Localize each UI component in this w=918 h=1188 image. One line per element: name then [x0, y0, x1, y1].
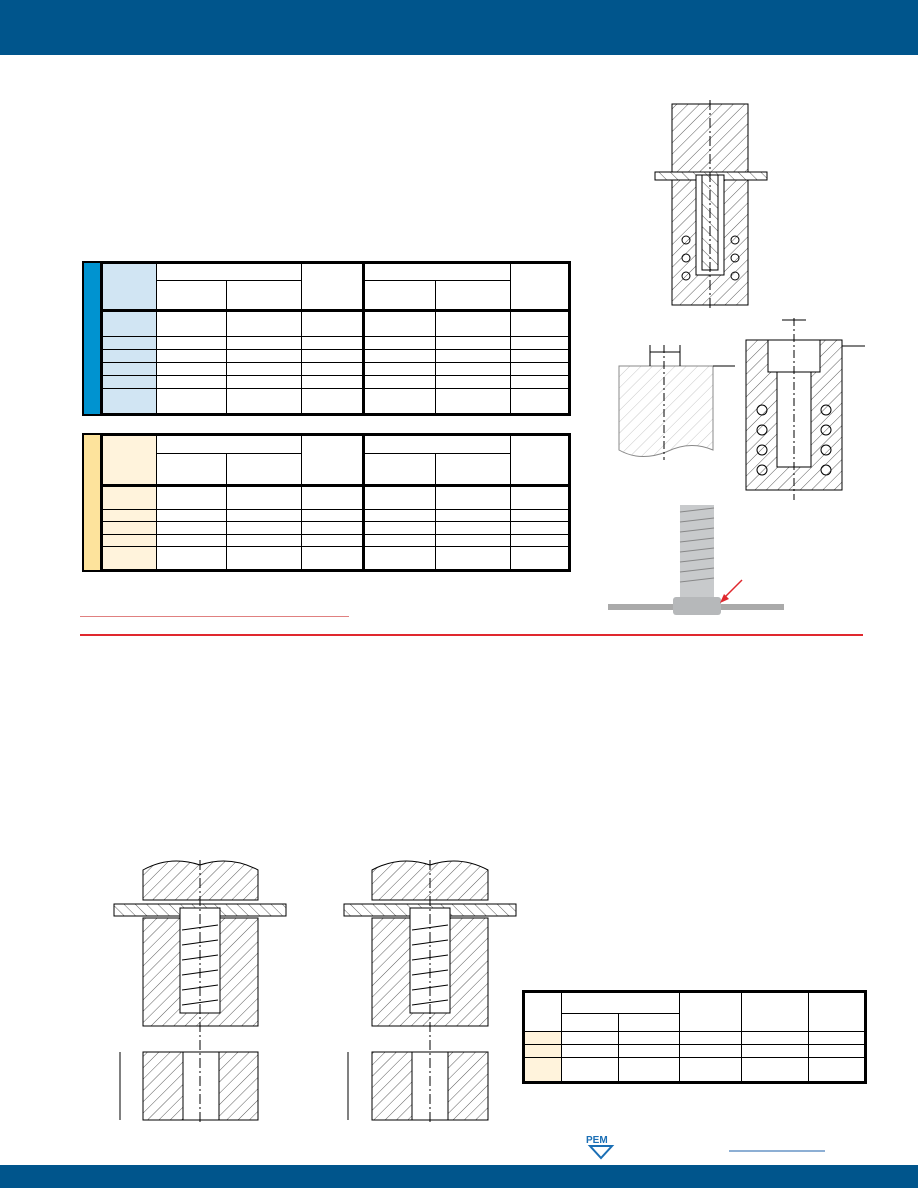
header-row [523, 991, 866, 1032]
table-cell [523, 1043, 562, 1058]
table-cell [362, 545, 436, 572]
table-row [523, 1056, 866, 1083]
header-cell [618, 1013, 680, 1032]
subheader-row [524, 1013, 866, 1032]
header-cell [523, 991, 562, 1032]
table-cell [101, 484, 157, 511]
table-cell [523, 1031, 562, 1045]
header-bar [0, 0, 918, 55]
table-cell [101, 349, 157, 363]
table-cell [156, 310, 227, 337]
pem-logo: PEM [586, 1135, 615, 1160]
installation-drawing [654, 100, 768, 310]
table-cell [523, 1056, 562, 1083]
spec-table-1 [100, 261, 571, 416]
table-cell [808, 1043, 866, 1058]
table-cell [301, 545, 364, 572]
header-cell [226, 453, 302, 486]
table-cell [226, 388, 302, 415]
table-cell [510, 388, 570, 415]
table-cell [156, 388, 227, 415]
table-cell [510, 545, 570, 572]
installed-stud-image [608, 505, 784, 615]
table-row [101, 362, 570, 376]
table-cell [618, 1056, 680, 1083]
header-cell [510, 262, 570, 311]
header-cell [435, 280, 511, 311]
sheet-hole-drawing [618, 345, 735, 460]
table-cell [101, 545, 157, 572]
header-cell [741, 991, 809, 1032]
table-row [101, 545, 570, 572]
table-row [101, 388, 570, 415]
spec-table-3 [522, 990, 867, 1084]
spec-table-2 [100, 433, 571, 572]
table-cell [808, 1056, 866, 1083]
table-row [523, 1043, 866, 1058]
table-cell [101, 388, 157, 415]
table-cell [435, 545, 511, 572]
anvil-drawing [745, 318, 865, 500]
table-row [101, 484, 570, 511]
thread-forming-drawing-left [113, 860, 287, 1125]
table-row [523, 1031, 866, 1045]
table-row [101, 521, 570, 535]
table-cell [808, 1031, 866, 1045]
footer-bar [0, 1165, 918, 1188]
header-cell [156, 453, 227, 486]
table-cell [156, 545, 227, 572]
header-cell [435, 453, 511, 486]
table-cell [362, 388, 436, 415]
subheader-row [101, 453, 570, 486]
table-cell [510, 484, 570, 511]
table-cell [435, 388, 511, 415]
section-divider [80, 634, 863, 636]
table-cell [679, 1056, 742, 1083]
thread-forming-drawing-right [343, 860, 517, 1125]
table-row [101, 375, 570, 389]
table-cell [741, 1056, 809, 1083]
table-row [101, 310, 570, 337]
footnote-rule [80, 616, 349, 617]
svg-text:PEM: PEM [586, 1135, 608, 1146]
header-cell [101, 434, 157, 486]
header-cell [808, 991, 866, 1032]
